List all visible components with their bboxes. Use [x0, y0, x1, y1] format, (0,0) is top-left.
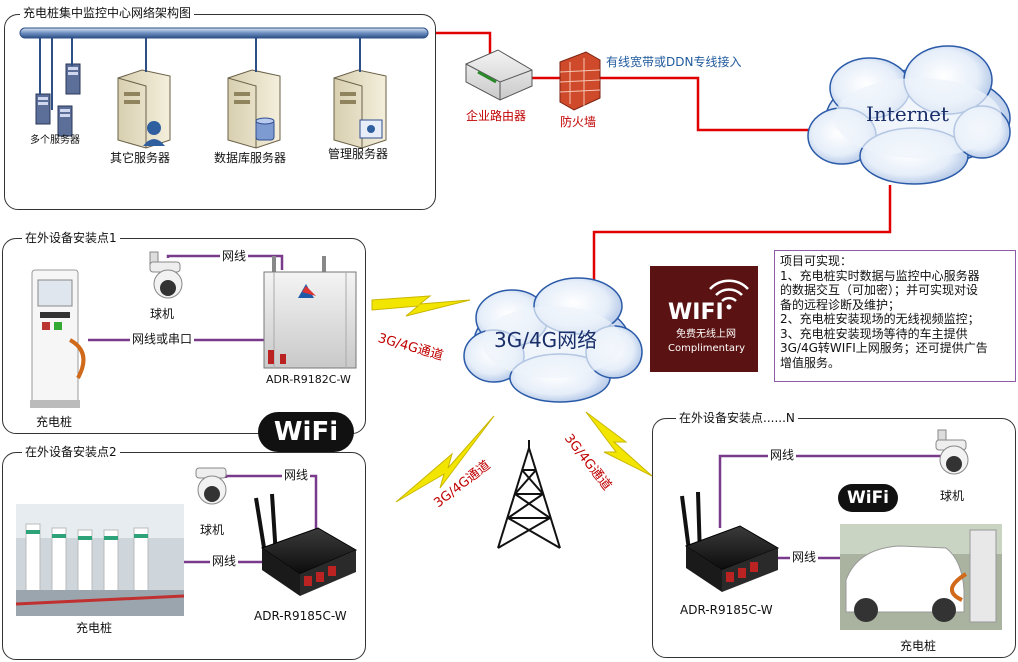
access-label: 有线宽带或DDN专线接入 — [606, 55, 742, 69]
wifi-sign-big: WIFI — [668, 300, 724, 325]
firewall-label: 防火墙 — [560, 115, 597, 129]
datacenter-panel — [4, 14, 436, 210]
network-label: 3G/4G网络 — [494, 328, 598, 352]
wifi-logo-large: WiFi — [258, 412, 354, 452]
site1-camera-label: 球机 — [150, 307, 175, 321]
site2-cable-label-1: 网线 — [282, 468, 311, 482]
info-line-7: 增值服务。 — [780, 355, 841, 370]
siteN-title: 在外设备安装点......N — [676, 411, 798, 425]
db-server-label: 数据库服务器 — [214, 151, 287, 165]
multi-server-label: 多个服务器 — [30, 135, 80, 146]
siteN-panel — [652, 418, 1016, 658]
datacenter-title: 充电桩集中监控中心网络架构图 — [20, 6, 195, 20]
site1-charger-label: 充电桩 — [36, 415, 73, 429]
other-server-label: 其它服务器 — [110, 151, 171, 165]
site1-cable-label: 网线 — [220, 249, 249, 263]
siteN-charger-label: 充电桩 — [900, 639, 937, 653]
internet-label: Internet — [866, 102, 949, 126]
info-line-2: 的数据交互（可加密）；并可实现对设 — [780, 283, 979, 297]
site2-title: 在外设备安装点2 — [22, 445, 120, 459]
site1-title: 在外设备安装点1 — [22, 231, 120, 245]
wifi-logo-small: WiFi — [838, 484, 898, 512]
siteN-device-label: ADR-R9185C-W — [680, 603, 773, 617]
feature-info-box: 项目可实现： 1、充电桩实时数据与监控中心服务器 的数据交互（可加密）；并可实现… — [774, 250, 1016, 382]
wifi-free-sign — [650, 266, 758, 372]
info-line-6: 3G/4G转WIFI上网服务；还可提供广告 — [780, 341, 988, 355]
site1-device-label: ADR-R9182C-W — [266, 373, 351, 386]
siteN-cable-label-2: 网线 — [790, 550, 819, 564]
info-line-4: 2、充电桩安装现场的无线视频监控； — [780, 312, 980, 326]
cell-tower-icon — [497, 440, 561, 549]
mgmt-server-label: 管理服务器 — [328, 147, 389, 161]
info-line-5: 3、充电桩安装现场等待的车主提供 — [780, 326, 968, 341]
info-title: 项目可实现： — [780, 254, 853, 268]
site1-serial-label: 网线或串口 — [130, 332, 195, 346]
site2-panel — [2, 452, 366, 660]
router-label: 企业路由器 — [466, 109, 527, 123]
wifi-sign-sub2: Complimentary — [668, 343, 746, 354]
wan-link — [428, 31, 892, 300]
siteN-camera-label: 球机 — [940, 489, 965, 503]
info-line-1: 1、充电桩实时数据与监控中心服务器 — [780, 268, 980, 283]
wifi-logo-small-text: WiFi — [846, 488, 890, 508]
site2-charger-label: 充电桩 — [76, 621, 113, 635]
router-icon — [465, 49, 533, 101]
site2-cable-label-2: 网线 — [210, 554, 239, 568]
info-line-3: 备的远程诊断及维护； — [780, 297, 901, 312]
site2-device-label: ADR-R9185C-W — [254, 609, 347, 623]
firewall-icon — [559, 51, 601, 111]
wifi-sign-sub1: 免费无线上网 — [676, 329, 736, 340]
siteN-cable-label-1: 网线 — [768, 448, 797, 462]
wifi-logo-large-text: WiFi — [273, 417, 339, 447]
site2-camera-label: 球机 — [200, 523, 225, 537]
